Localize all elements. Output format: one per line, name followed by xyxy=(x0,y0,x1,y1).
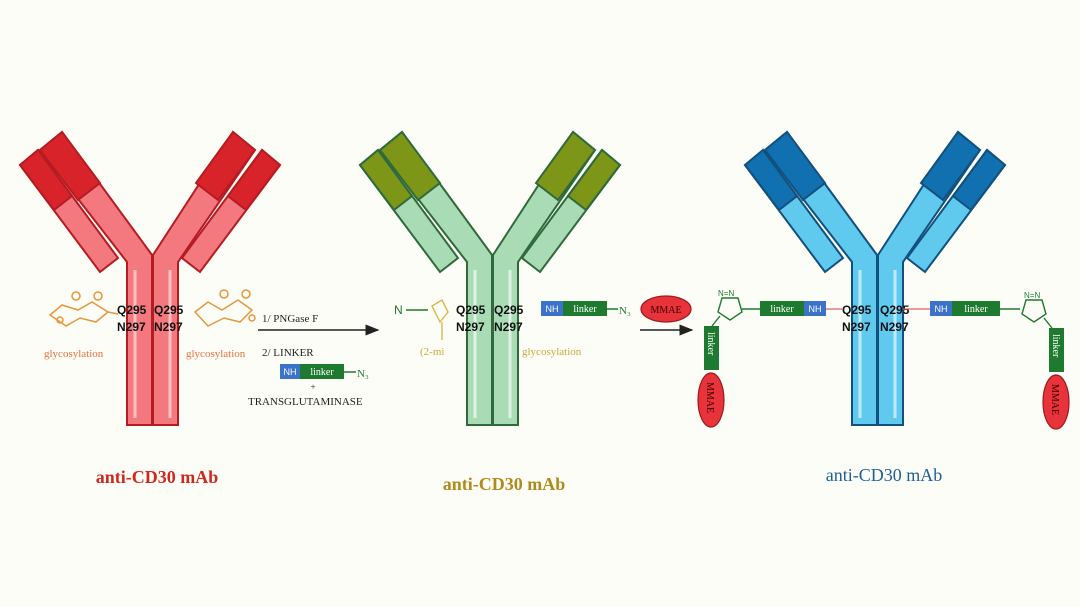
mmae-reagent: MMAE xyxy=(650,305,681,316)
mid-nh: NH xyxy=(546,304,559,314)
site-q-right: Q295 xyxy=(154,303,184,317)
mid-linker: linker xyxy=(573,304,597,315)
step1-azide: N₃ xyxy=(357,368,369,380)
title-right: anti-CD30 mAb xyxy=(826,465,943,485)
glyco-label-left: glycosylation xyxy=(44,348,104,360)
triazole-right-atoms: N=N xyxy=(1024,291,1040,300)
triazole-right-icon xyxy=(1021,299,1047,323)
mid-site-q-right: Q295 xyxy=(494,303,524,317)
mid-glyco-label: glycosylation xyxy=(522,346,582,358)
conjugate-left: linker NH N=N linker MMAE xyxy=(697,289,842,428)
right-linker-vert-left: linker xyxy=(705,332,716,356)
glyco-label-right: glycosylation xyxy=(186,348,246,360)
mmae-payload-right: MMAE xyxy=(1049,384,1060,415)
mid-site-q-left: Q295 xyxy=(456,303,486,317)
triazole-left-atoms: N=N xyxy=(718,289,734,298)
mid-site-n-right: N297 xyxy=(494,320,523,334)
right-site-q-right: Q295 xyxy=(880,303,910,317)
glycan-left-icon xyxy=(48,291,119,327)
right-linker-vert-right: linker xyxy=(1050,334,1061,358)
right-linker-left: linker xyxy=(770,304,794,315)
site-q-left: Q295 xyxy=(117,303,147,317)
mid-left-note: (2-mi xyxy=(420,346,444,358)
antibody-middle xyxy=(358,130,622,426)
step1-linker: linker xyxy=(310,367,334,378)
reaction-step-2: MMAE xyxy=(640,295,694,336)
step1-enzyme: TRANSGLUTAMINASE xyxy=(248,396,363,408)
mid-n-label: N xyxy=(394,303,403,317)
conjugate-right: NH linker N=N linker MMAE xyxy=(903,291,1070,430)
right-site-n-left: N297 xyxy=(842,320,871,334)
antibody-left xyxy=(18,130,282,426)
right-nh-left: NH xyxy=(809,304,822,314)
right-site-n-right: N297 xyxy=(880,320,909,334)
glycan-remnant-icon xyxy=(431,299,449,340)
right-nh-right: NH xyxy=(935,304,948,314)
title-left: anti-CD30 mAb xyxy=(96,467,219,487)
mid-site-n-left: N297 xyxy=(456,320,485,334)
right-linker-right: linker xyxy=(964,304,988,315)
glycan-right-icon xyxy=(193,289,256,327)
site-n-left: N297 xyxy=(117,320,146,334)
step1-reagent-2: 2/ LINKER xyxy=(262,347,314,359)
right-site-q-left: Q295 xyxy=(842,303,872,317)
antibody-right xyxy=(743,130,1007,426)
mid-azide: N₃ xyxy=(619,305,631,317)
step1-plus: + xyxy=(310,382,315,392)
reaction-step-1: 1/ PNGase F 2/ LINKER NH linker N₃ + TRA… xyxy=(248,313,380,408)
triazole-left-icon xyxy=(717,297,743,321)
step1-reagent-1: 1/ PNGase F xyxy=(262,313,318,325)
site-n-right: N297 xyxy=(154,320,183,334)
title-middle: anti-CD30 mAb xyxy=(443,474,566,494)
mmae-payload-left: MMAE xyxy=(704,382,715,413)
step1-nh: NH xyxy=(284,367,297,377)
